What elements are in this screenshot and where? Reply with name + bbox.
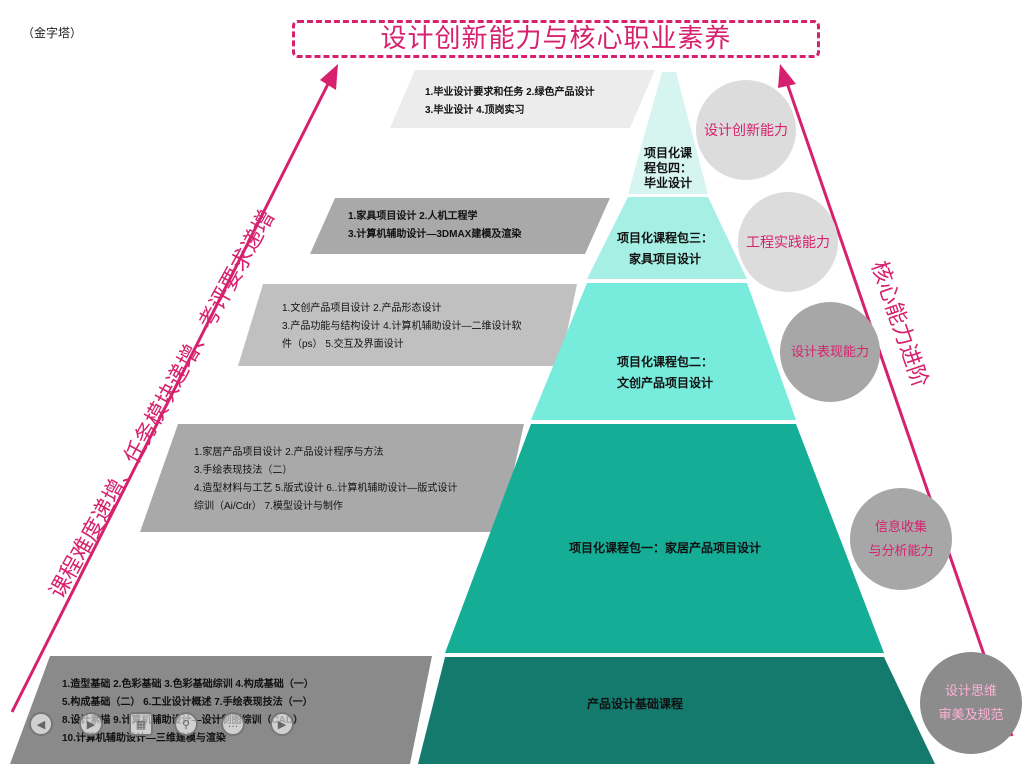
course-box-shape-1 bbox=[390, 70, 655, 128]
pyramid-band-label-1: 项目化课程包一：家居产品项目设计 bbox=[568, 541, 761, 555]
course-box-1: 1.毕业设计要求和任务 2.绿色产品设计 3.毕业设计 4.顶岗实习 bbox=[425, 87, 595, 116]
zoom-icon[interactable]: ⚲ bbox=[174, 712, 198, 736]
ability-circle-2: 工程实践能力 bbox=[738, 192, 838, 292]
pyramid-band-shape-2 bbox=[531, 283, 796, 420]
course-box-shape-5 bbox=[10, 656, 432, 764]
ability-circle-4: 信息收集 与分析能力 bbox=[850, 488, 952, 590]
page-title: 设计创新能力与核心职业素养 bbox=[380, 24, 732, 54]
course-box-2: 1.家具项目设计 2.人机工程学 3.计算机辅助设计—3DMAX建模及渲染 bbox=[348, 211, 522, 240]
pyramid-band-label-0: 产品设计基础课程 bbox=[586, 697, 683, 711]
pyramid-band-label-3: 项目化课程包三： 家具项目设计 bbox=[616, 231, 713, 266]
left-arrow-head bbox=[320, 64, 338, 90]
pyramid-band-label-2: 项目化课程包二： 文创产品项目设计 bbox=[616, 355, 713, 390]
course-box-4: 1.家居产品项目设计 2.产品设计程序与方法 3.手绘表现技法（二） 4.造型材… bbox=[194, 447, 458, 512]
pyramid-band-shape-4 bbox=[628, 72, 708, 194]
menu-icon[interactable]: … bbox=[221, 712, 245, 736]
course-box-shape-4 bbox=[140, 424, 524, 532]
ability-circle-3: 设计表现能力 bbox=[780, 302, 880, 402]
grid-icon[interactable]: ▦ bbox=[129, 712, 153, 736]
course-box-3: 1.文创产品项目设计 2.产品形态设计 3.产品功能与结构设计 4.计算机辅助设… bbox=[282, 303, 522, 350]
next-icon[interactable]: ▶ bbox=[270, 712, 294, 736]
right-arrow-head bbox=[778, 64, 796, 88]
course-box-shape-3 bbox=[238, 284, 577, 366]
ability-circle-1: 设计创新能力 bbox=[696, 80, 796, 180]
ability-circle-5: 设计思维 审美及规范 bbox=[920, 652, 1022, 754]
course-box-shape-2 bbox=[310, 198, 610, 254]
play-icon[interactable]: ▶ bbox=[79, 712, 103, 736]
pyramid-band-label-4: 项目化课 程包四： 毕业设计 bbox=[643, 146, 692, 190]
pyramid-band-shape-0 bbox=[418, 657, 935, 764]
left-arrow-line bbox=[10, 79, 332, 713]
prev-icon[interactable]: ◀ bbox=[29, 712, 53, 736]
corner-label: （金字塔） bbox=[22, 26, 83, 40]
pyramid-band-shape-3 bbox=[587, 197, 747, 279]
pyramid-band-shape-1 bbox=[445, 424, 884, 653]
title-frame bbox=[292, 20, 820, 58]
right-arrow-line bbox=[784, 79, 1014, 737]
